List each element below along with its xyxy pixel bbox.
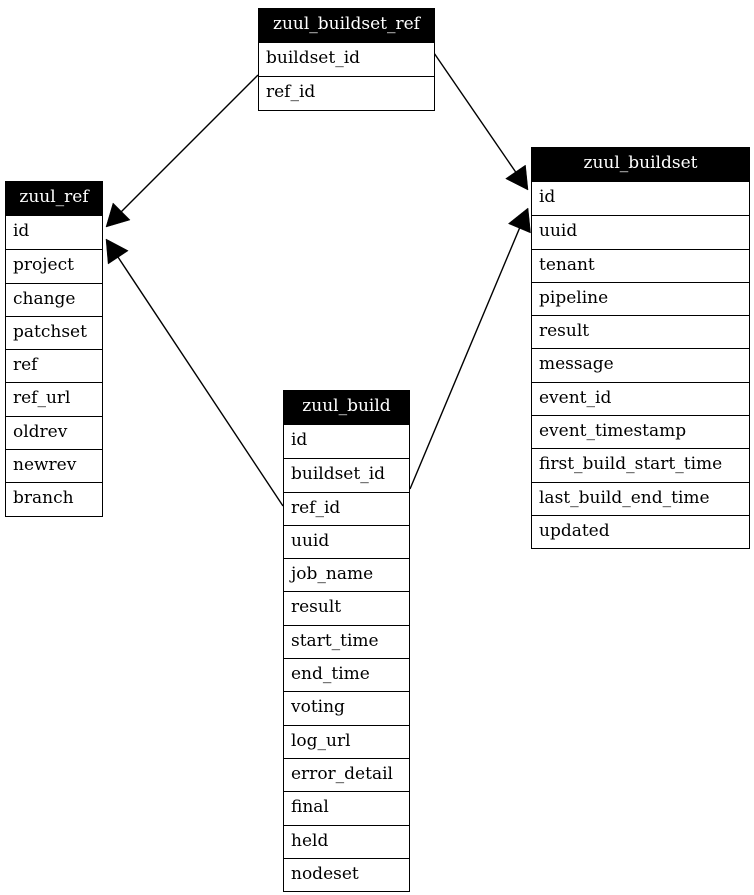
- field-zuul_buildset-event_id[interactable]: event_id: [532, 381, 749, 416]
- field-zuul_buildset-message[interactable]: message: [532, 348, 749, 382]
- field-zuul_ref-patchset[interactable]: patchset: [6, 315, 102, 350]
- field-zuul_build-voting[interactable]: voting: [284, 691, 409, 725]
- field-zuul_build-held[interactable]: held: [284, 824, 409, 858]
- field-zuul_build-log_url[interactable]: log_url: [284, 724, 409, 758]
- entity-title-zuul_buildset_ref: zuul_buildset_ref: [259, 9, 434, 42]
- field-zuul_build-error_detail[interactable]: error_detail: [284, 757, 409, 792]
- field-zuul_ref-oldrev[interactable]: oldrev: [6, 415, 102, 450]
- field-zuul_build-buildset_id[interactable]: buildset_id: [284, 458, 409, 492]
- edge-line-build-to-ref: [116, 255, 284, 507]
- field-zuul_build-end_time[interactable]: end_time: [284, 658, 409, 692]
- field-zuul_buildset_ref-buildset_id[interactable]: buildset_id: [259, 43, 434, 77]
- field-zuul_build-id[interactable]: id: [284, 425, 409, 459]
- edge-arrowhead-build-to-ref: [105, 238, 129, 265]
- field-zuul_build-ref_id[interactable]: ref_id: [284, 491, 409, 525]
- edge-arrowhead-build-to-buildset: [507, 207, 531, 234]
- field-zuul_buildset_ref-ref_id[interactable]: ref_id: [259, 76, 434, 110]
- field-zuul_ref-newrev[interactable]: newrev: [6, 449, 102, 483]
- field-zuul_buildset-pipeline[interactable]: pipeline: [532, 281, 749, 316]
- entity-title-zuul_build: zuul_build: [284, 391, 409, 424]
- field-zuul_build-job_name[interactable]: job_name: [284, 558, 409, 592]
- field-zuul_buildset-tenant[interactable]: tenant: [532, 248, 749, 282]
- field-zuul_ref-project[interactable]: project: [6, 249, 102, 283]
- field-zuul_buildset-first_build_start_time[interactable]: first_build_start_time: [532, 448, 749, 482]
- field-zuul_ref-ref[interactable]: ref: [6, 349, 102, 383]
- field-zuul_build-final[interactable]: final: [284, 791, 409, 825]
- edge-line-buildset_ref-to-ref: [119, 74, 259, 214]
- entity-title-zuul_ref: zuul_ref: [6, 182, 102, 215]
- field-zuul_build-result[interactable]: result: [284, 591, 409, 625]
- field-zuul_buildset-last_build_end_time[interactable]: last_build_end_time: [532, 481, 749, 515]
- edge-line-build-to-buildset: [409, 226, 521, 490]
- field-zuul_ref-change[interactable]: change: [6, 282, 102, 316]
- edge-line-buildset_ref-to-buildset: [433, 52, 518, 174]
- entity-title-zuul_buildset: zuul_buildset: [532, 148, 749, 181]
- edge-arrowhead-buildset_ref-to-ref: [105, 202, 131, 228]
- field-zuul_ref-branch[interactable]: branch: [6, 482, 102, 516]
- edge-arrowhead-buildset_ref-to-buildset: [505, 164, 529, 191]
- field-zuul_buildset-event_timestamp[interactable]: event_timestamp: [532, 415, 749, 449]
- field-zuul_ref-id[interactable]: id: [6, 216, 102, 250]
- field-zuul_buildset-id[interactable]: id: [532, 182, 749, 216]
- field-zuul_buildset-result[interactable]: result: [532, 315, 749, 349]
- field-zuul_buildset-uuid[interactable]: uuid: [532, 215, 749, 249]
- field-zuul_build-uuid[interactable]: uuid: [284, 524, 409, 559]
- field-zuul_build-nodeset[interactable]: nodeset: [284, 857, 409, 892]
- field-zuul_buildset-updated[interactable]: updated: [532, 514, 749, 549]
- field-zuul_ref-ref_url[interactable]: ref_url: [6, 382, 102, 416]
- field-zuul_build-start_time[interactable]: start_time: [284, 624, 409, 659]
